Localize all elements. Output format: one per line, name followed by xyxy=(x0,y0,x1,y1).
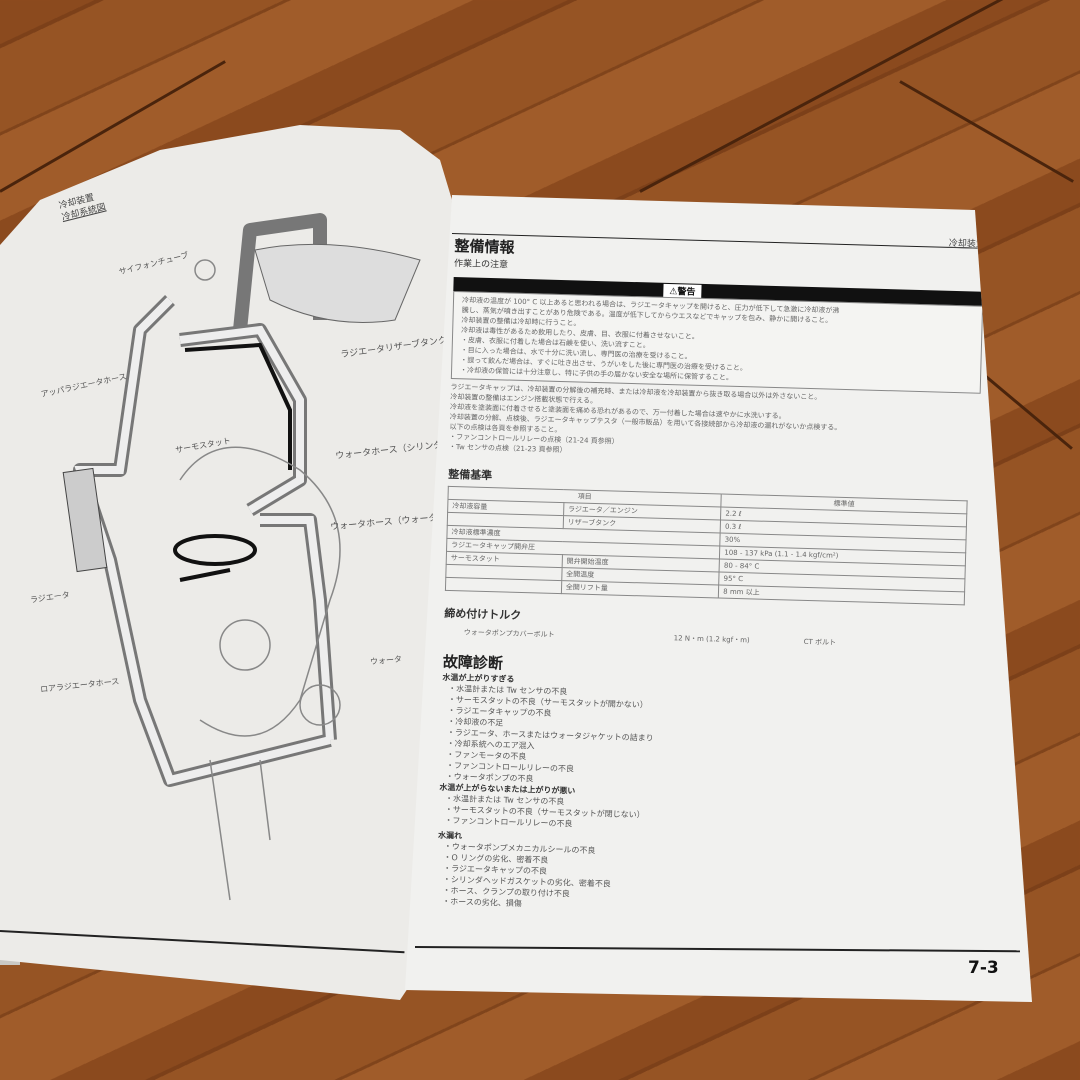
cell xyxy=(445,577,562,594)
floor-seam xyxy=(979,370,1073,450)
floor-seam xyxy=(899,80,1074,183)
diagnosis-list: 水温が上がりすぎる ・水温計または Tw センサの不良 ・サーモスタットの不良（… xyxy=(436,672,972,922)
warning-box: 冷却液の温度が 100° C 以上あると思われる場合は、ラジエータキャップを開け… xyxy=(450,290,984,394)
torque-note: CT ボルト xyxy=(803,637,837,647)
torque-value: 12 N・m (1.2 kgf・m) xyxy=(673,634,750,645)
page-number: 7-3 xyxy=(968,958,999,978)
warning-label: ⚠警告 xyxy=(663,283,702,298)
notes: ラジエータキャップは、冷却装置の分解後の補充時、または冷却液を冷却装置から抜き取… xyxy=(449,382,981,467)
bottom-rule xyxy=(414,946,1020,953)
torque-item: ウォータポンプカバーボルト xyxy=(463,628,555,639)
floor-seam xyxy=(639,0,1080,193)
